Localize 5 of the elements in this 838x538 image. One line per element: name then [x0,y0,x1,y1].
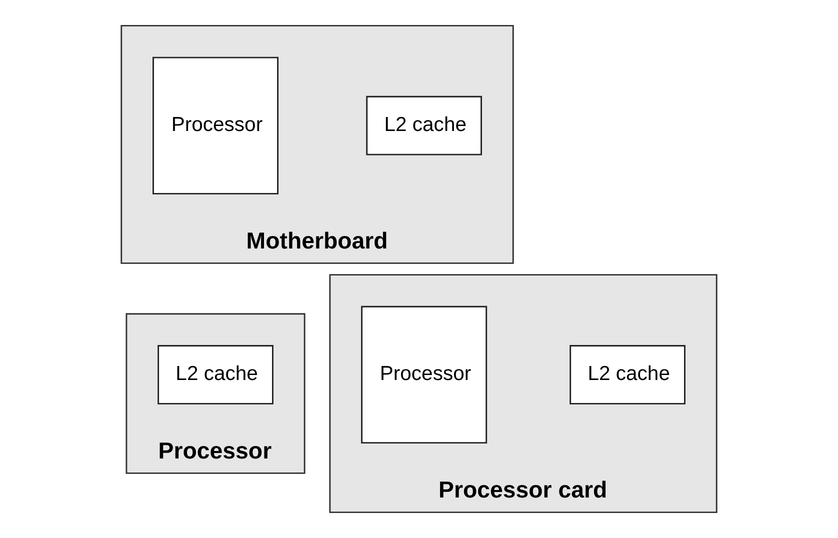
node-box: L2 cache [366,96,482,156]
node-box: L2 cache [570,345,686,404]
node-box: L2 cache [158,345,274,404]
node-box: Processor [361,306,488,444]
node-box: Processor [152,56,279,194]
